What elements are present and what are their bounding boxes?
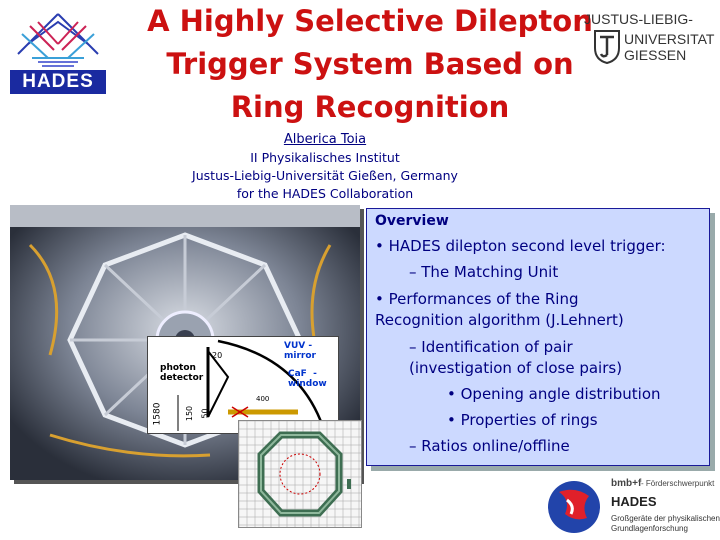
photon-detector-label: photon detector: [160, 363, 204, 383]
caf-window-label: CaF - window: [288, 369, 327, 389]
jlu-line-1: JUSTUS-LIEBIG-: [584, 11, 693, 27]
overview-box: Overview • HADES dilepton second level t…: [366, 208, 710, 466]
title-line-2: Trigger System Based on: [166, 47, 574, 81]
globe-icon: [548, 481, 600, 533]
author-block: Alberica Toia II Physikalisches Institut…: [150, 131, 500, 203]
overview-item: – The Matching Unit: [409, 263, 559, 281]
ring-pattern-grid: [238, 420, 362, 528]
bmbf-tag: - Förderschwerpunkt: [641, 479, 715, 488]
overview-heading: Overview: [375, 213, 449, 229]
dim-20-label: 20: [212, 351, 223, 360]
author-name: Alberica Toia: [283, 132, 367, 147]
author-university: Justus-Liebig-Universität Gießen, German…: [192, 168, 458, 183]
slide-title: A Highly Selective Dilepton Trigger Syst…: [80, 0, 660, 129]
overview-item: – Ratios online/offline: [409, 437, 570, 455]
dim-400-label: 400: [256, 395, 270, 403]
hades-logo: HADES: [8, 8, 108, 96]
title-line-3: Ring Recognition: [230, 90, 510, 124]
overview-item: • Properties of rings: [447, 411, 598, 429]
jlu-shield-icon: [594, 30, 620, 64]
sponsor-logo: bmb+f - Förderschwerpunkt HADES Großgerä…: [545, 476, 720, 540]
dim-50-label: 50: [200, 408, 210, 419]
author-institute: II Physikalisches Institut: [250, 150, 400, 165]
vuv-mirror-label: VUV - mirror: [284, 341, 316, 361]
bmbf-desc-1: Großgeräte der physikalischen: [611, 514, 720, 523]
dim-150-label: 150: [185, 405, 195, 422]
hades-logo-text: HADES: [22, 71, 94, 92]
title-line-1: A Highly Selective Dilepton: [147, 4, 593, 38]
jlu-logo: JUSTUS-LIEBIG- UNIVERSITAT GIESSEN: [580, 6, 720, 68]
jlu-line-3: GIESSEN: [624, 47, 687, 63]
jlu-line-2: UNIVERSITAT: [624, 31, 715, 47]
overview-item: • Opening angle distribution: [447, 385, 661, 403]
overview-item: (investigation of close pairs): [409, 359, 623, 377]
dim-1580-label: 1580: [152, 402, 163, 426]
bmbf-desc-2: Grundlagenforschung: [611, 524, 688, 533]
overview-item: – Identification of pair: [409, 338, 573, 356]
author-collaboration: for the HADES Collaboration: [236, 186, 414, 201]
overview-item: • Performances of the Ring: [375, 290, 579, 308]
bmbf-hades: HADES: [611, 494, 657, 509]
overview-item: • HADES dilepton second level trigger:: [375, 237, 666, 255]
overview-item: Recognition algorithm (J.Lehnert): [375, 311, 624, 329]
bmbf-brand: bmb+f: [611, 478, 642, 489]
